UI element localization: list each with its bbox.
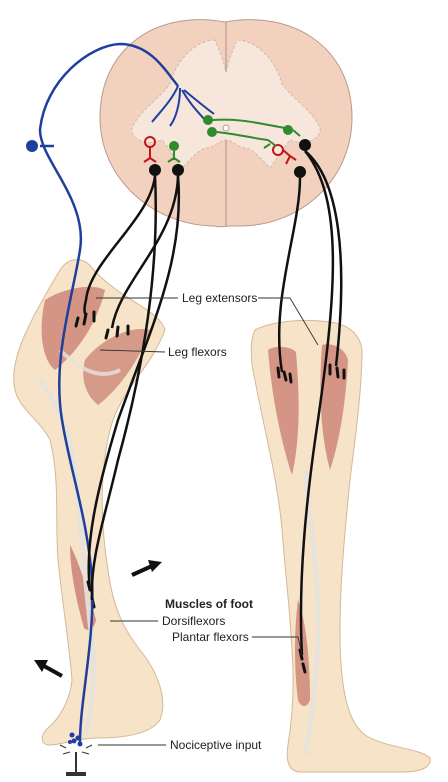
label-muscles-of-foot: Muscles of foot [165,597,254,611]
pin-stimulus-icon [59,744,93,776]
arrow-icon [34,660,63,678]
label-leg-extensors: Leg extensors [182,291,258,305]
arrow-icon [131,560,162,577]
spinal-cord-section [99,19,353,228]
motor-neurons [83,139,343,656]
dorsal-root-ganglion [26,140,38,152]
right-leg-supporting [250,319,431,773]
label-plantar-flexors: Plantar flexors [172,630,249,644]
label-leg-flexors: Leg flexors [168,345,227,359]
inhibitory-interneurons [143,136,297,165]
movement-arrows [34,560,162,678]
left-leg-flexing [13,259,166,747]
excitatory-interneurons [167,115,301,163]
label-nociceptive-input: Nociceptive input [170,738,262,752]
leader-lines [96,297,319,746]
label-dorsiflexors: Dorsiflexors [162,614,226,628]
